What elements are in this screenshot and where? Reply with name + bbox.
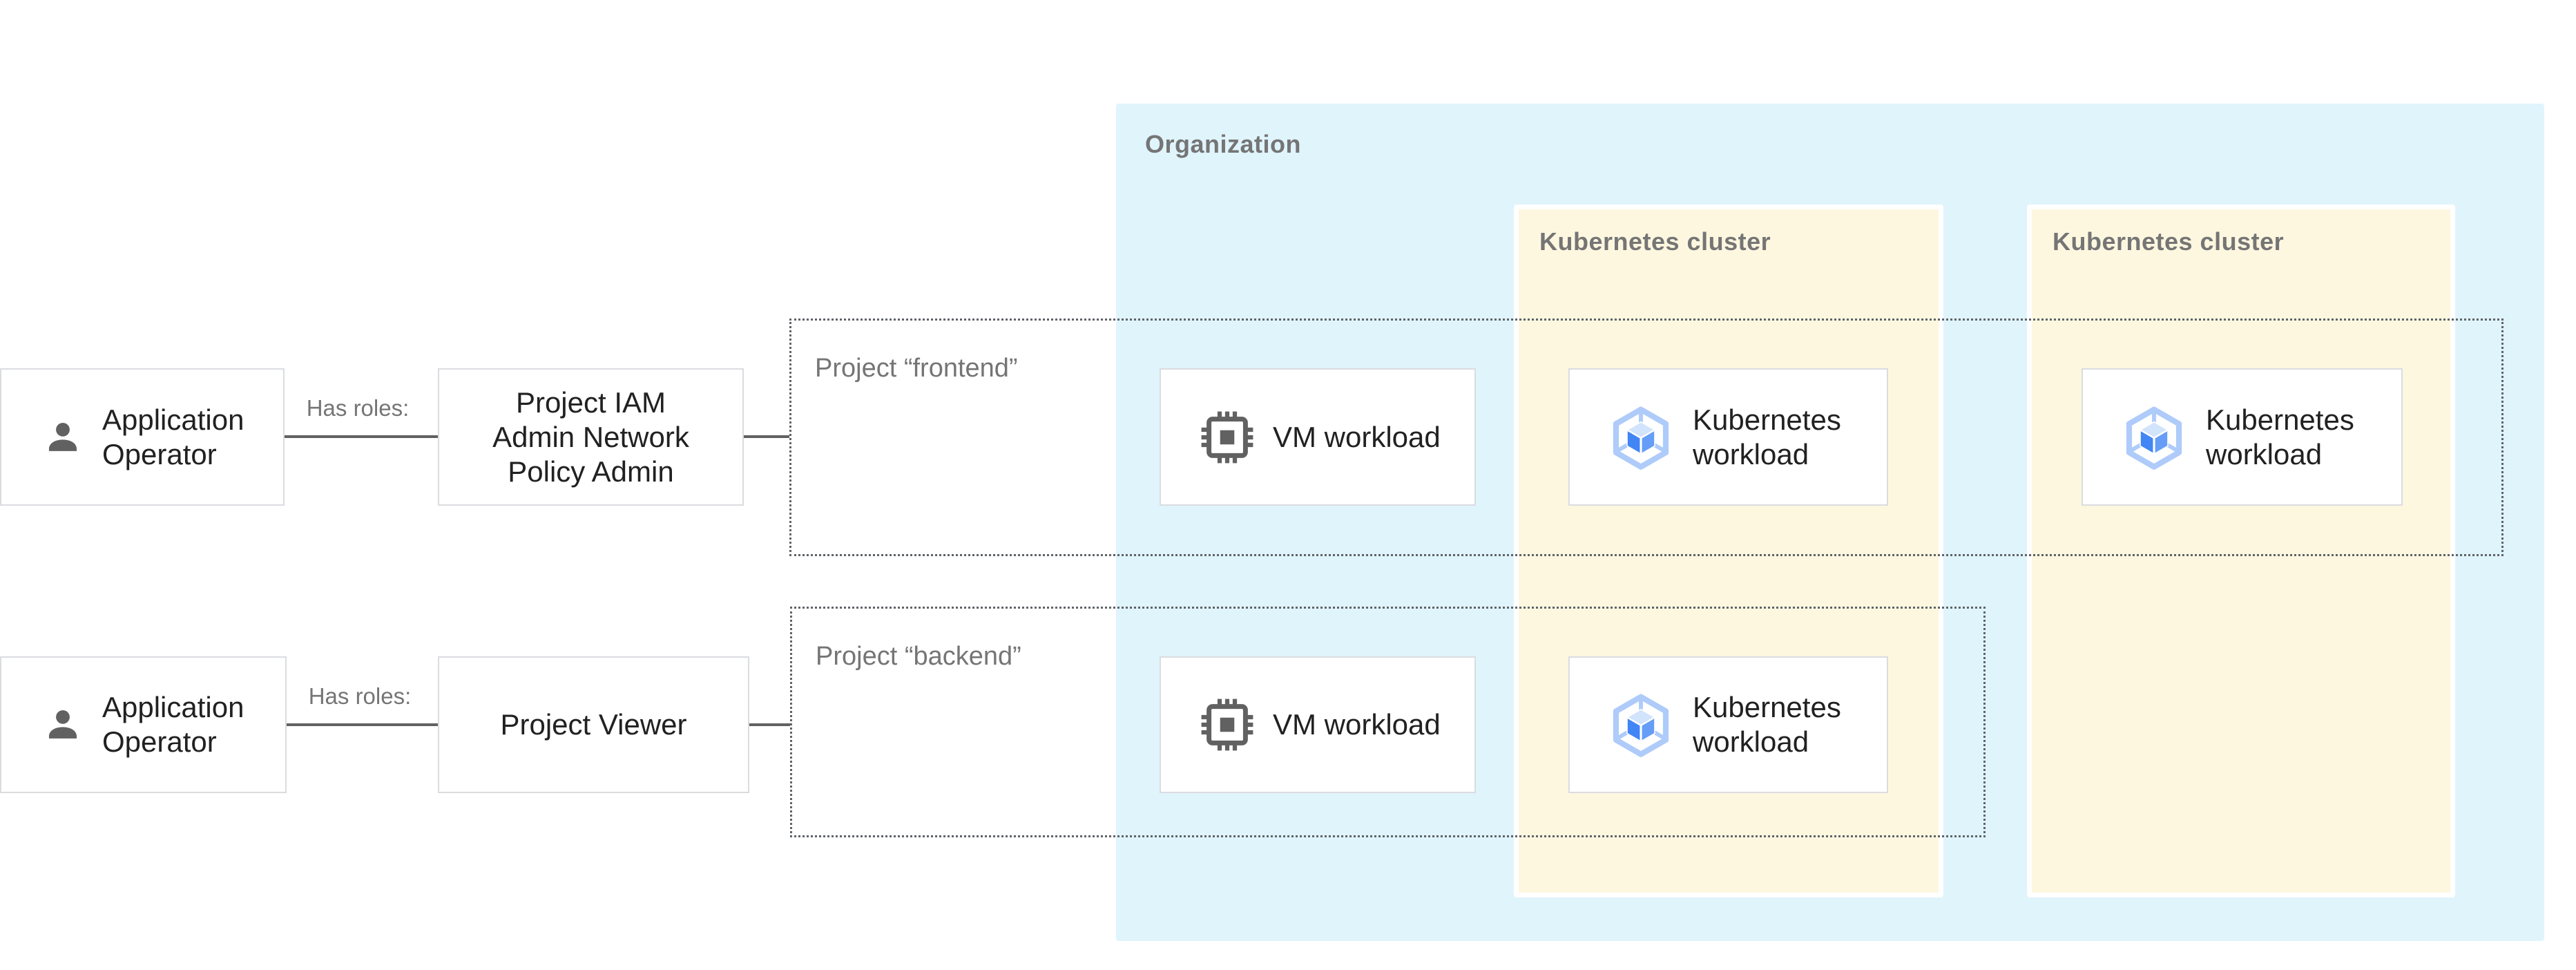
kubernetes-workload-label-frontend-cluster2: Kubernetes workload — [2206, 403, 2354, 470]
cpu-chip-icon — [1201, 411, 1253, 463]
kubernetes-cluster-2-label: Kubernetes cluster — [2053, 227, 2285, 256]
kubernetes-hexagon-cube-icon — [2126, 406, 2182, 470]
role-label-2: Project Viewer — [500, 708, 687, 741]
kubernetes-hexagon-cube-icon — [1613, 694, 1669, 757]
vm-workload-label-backend: VM workload — [1273, 708, 1441, 741]
connector-role1-project-frontend — [744, 435, 789, 438]
cpu-chip-icon — [1201, 698, 1253, 751]
project-backend-box: Project “backend” — [790, 607, 1986, 837]
person-icon — [48, 422, 77, 451]
kubernetes-cluster-1-label: Kubernetes cluster — [1539, 227, 1771, 256]
kubernetes-workload-label-frontend-cluster1: Kubernetes workload — [1693, 403, 1841, 470]
connector-operator2-role2 — [287, 723, 438, 726]
kubernetes-workload-label-backend-cluster1: Kubernetes workload — [1693, 691, 1841, 758]
kubernetes-hexagon-cube-icon — [1613, 406, 1669, 470]
connector-role2-project-backend — [749, 723, 790, 726]
has-roles-label-2: Has roles: — [308, 683, 412, 709]
person-icon — [48, 710, 77, 739]
kubernetes-workload-node-backend-cluster1: Kubernetes workload — [1568, 656, 1888, 793]
role-node-project-iam-admin: Project IAM Admin Network Policy Admin — [438, 368, 744, 506]
application-operator-label-2: Application Operator — [102, 691, 244, 758]
kubernetes-workload-node-frontend-cluster1: Kubernetes workload — [1568, 368, 1888, 506]
application-operator-label-1: Application Operator — [102, 403, 244, 470]
role-node-project-viewer: Project Viewer — [438, 656, 749, 793]
project-backend-label: Project “backend” — [816, 642, 1021, 671]
application-operator-node-1: Application Operator — [0, 368, 285, 506]
vm-workload-label-frontend: VM workload — [1273, 420, 1441, 453]
vm-workload-node-backend: VM workload — [1160, 656, 1476, 793]
application-operator-node-2: Application Operator — [0, 656, 287, 793]
vm-workload-node-frontend: VM workload — [1160, 368, 1476, 506]
organization-label: Organization — [1145, 130, 1302, 158]
project-frontend-label: Project “frontend” — [815, 354, 1018, 383]
kubernetes-workload-node-frontend-cluster2: Kubernetes workload — [2082, 368, 2403, 506]
has-roles-label-1: Has roles: — [306, 395, 410, 421]
project-frontend-box: Project “frontend” — [789, 318, 2503, 556]
role-label-1: Project IAM Admin Network Policy Admin — [492, 386, 689, 488]
connector-operator1-role1 — [285, 435, 438, 438]
